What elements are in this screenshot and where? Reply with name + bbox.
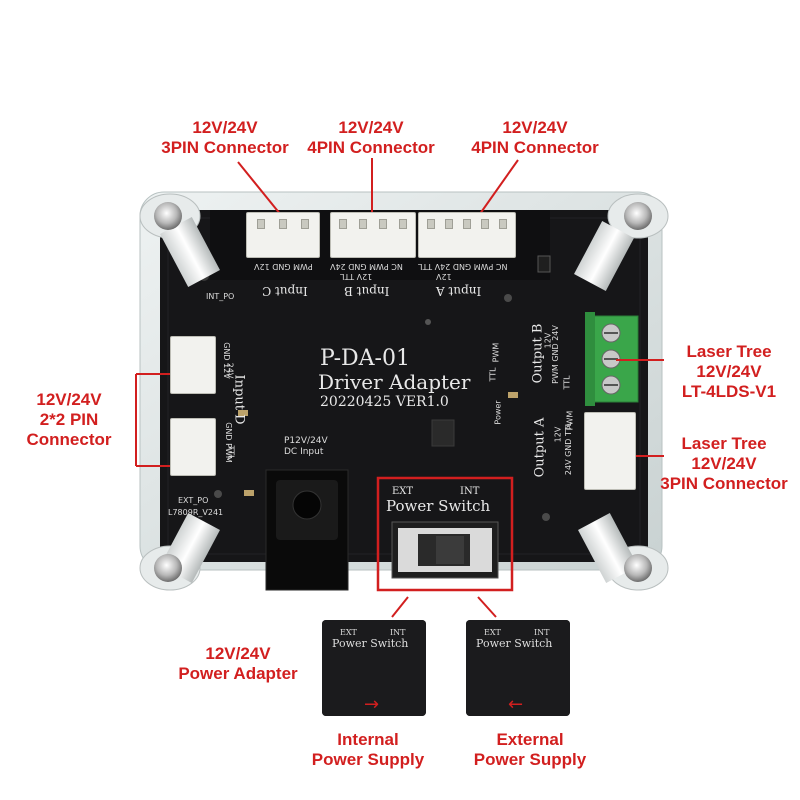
switch-ext-label: EXT [392, 486, 414, 497]
pins-input-b2: 12V TTL [340, 272, 373, 281]
power-switch[interactable] [392, 522, 498, 578]
label-input-c: Input C [262, 284, 308, 298]
inset-internal-int: INT [390, 628, 406, 637]
board-version: 20220425 VER1.0 [320, 394, 449, 410]
callout-line: Laser Tree [681, 434, 767, 453]
arrow-left-icon: ← [508, 694, 524, 715]
pin [359, 219, 367, 229]
label-input-b: Input B [344, 284, 390, 298]
callout-right-bottom: Laser Tree 12V/24V 3PIN Connector [648, 434, 800, 494]
pin [499, 219, 507, 229]
callout-line: 12V/24V [502, 118, 568, 137]
inset-external-switch [482, 658, 554, 698]
pin [481, 219, 489, 229]
label-input-d: Input D [231, 374, 247, 425]
label-input-a: Input A [436, 284, 482, 298]
led-label-ttl: TTL [488, 367, 498, 382]
callout-power-adapter: 12V/24V Power Adapter [160, 644, 316, 684]
callout-line: 3PIN Connector [161, 138, 289, 157]
callout-line: LT-4LDS-V1 [681, 382, 777, 401]
callout-line: 12V/24V [205, 644, 271, 663]
callout-internal-supply: Internal Power Supply [296, 730, 440, 770]
label-output-a: Output A [532, 417, 548, 478]
led-label-pwm: PWM [491, 342, 501, 363]
callout-line: 12V/24V [36, 390, 102, 409]
standoff-bottom-left [139, 513, 220, 591]
standoff-bottom-right [578, 513, 669, 591]
callout-line: 12V/24V [338, 118, 404, 137]
pin [463, 219, 471, 229]
inset-internal-ext: EXT [340, 628, 357, 637]
inset-external-title: Power Switch [476, 637, 553, 650]
label-int-po: INT_PO [206, 292, 235, 301]
callout-line: 3PIN Connector [660, 474, 788, 493]
board-model: P-DA-01 [320, 346, 410, 371]
switch-title: Power Switch [386, 497, 491, 515]
label-ext-po: EXT_PO [178, 496, 209, 505]
pin [279, 219, 287, 229]
inset-external-int: INT [534, 628, 550, 637]
callout-line: Power Supply [473, 750, 587, 769]
pin [427, 219, 435, 229]
pins-output-b-3: TTL [562, 375, 572, 390]
callout-top-left: 12V/24V 3PIN Connector [150, 118, 300, 158]
connector-input-b[interactable] [330, 212, 416, 258]
standoff-top-right [574, 193, 669, 291]
connector-input-d-top[interactable] [170, 336, 216, 394]
callout-line: 2*2 PIN [39, 410, 99, 429]
callout-line: 4PIN Connector [471, 138, 599, 157]
pins-input-c: PWM GND 12V [254, 262, 313, 271]
callout-line: 12V/24V [696, 362, 762, 381]
pins-input-d-bottom-2: TTL [226, 445, 236, 460]
pins-input-a: NC PWM GND 24V TTL [418, 262, 508, 271]
callout-line: External [496, 730, 564, 749]
pins-output-a-3: PWM [565, 410, 575, 431]
pins-output-a-1: 12V [553, 426, 563, 443]
pin [379, 219, 387, 229]
inset-internal-switch [338, 658, 410, 698]
pins-output-b-2: PWM GND 24V [550, 325, 560, 384]
inset-internal: EXT INT Power Switch → [322, 620, 426, 716]
callout-line: 12V/24V [691, 454, 757, 473]
callout-line: Power Supply [311, 750, 425, 769]
callout-line: Laser Tree [686, 342, 772, 361]
callout-line: Power Adapter [178, 664, 298, 683]
inset-internal-title: Power Switch [332, 637, 409, 650]
inset-external: EXT INT Power Switch ← [466, 620, 570, 716]
callout-top-right: 12V/24V 4PIN Connector [460, 118, 610, 158]
callout-left: 12V/24V 2*2 PIN Connector [14, 390, 124, 450]
connector-input-d-bottom[interactable] [170, 418, 216, 476]
connector-input-a[interactable] [418, 212, 516, 258]
callout-line: 4PIN Connector [307, 138, 435, 157]
pins-input-d-top-2: 24V [225, 362, 235, 379]
pin [257, 219, 265, 229]
label-dc-input-1: P12V/24V [284, 436, 328, 446]
led-label-power: Power [493, 400, 503, 425]
switch-highlight [376, 476, 514, 592]
inset-external-ext: EXT [484, 628, 501, 637]
connector-output-a[interactable] [584, 412, 636, 490]
pins-input-b: NC PWM GND 24V [330, 262, 403, 271]
pin [339, 219, 347, 229]
pin [445, 219, 453, 229]
callout-line: 12V/24V [192, 118, 258, 137]
board-name: Driver Adapter [318, 370, 471, 394]
callout-top-mid: 12V/24V 4PIN Connector [296, 118, 446, 158]
switch-int-label: INT [460, 486, 480, 497]
callout-line: Internal [337, 730, 399, 749]
callout-right-top: Laser Tree 12V/24V LT-4LDS-V1 [666, 342, 792, 402]
connector-input-c[interactable] [246, 212, 320, 258]
pin [301, 219, 309, 229]
arrow-right-icon: → [364, 694, 380, 715]
pins-input-a2: 12V [436, 272, 452, 281]
power-switch-body [391, 521, 499, 579]
callout-external-supply: External Power Supply [458, 730, 602, 770]
label-part-no: L7809R_V241 [168, 508, 224, 517]
standoff-top-left [139, 193, 220, 287]
dc-jack [265, 469, 349, 591]
callout-line: Connector [26, 430, 112, 449]
pin [399, 219, 407, 229]
label-dc-input-2: DC Input [284, 447, 324, 457]
